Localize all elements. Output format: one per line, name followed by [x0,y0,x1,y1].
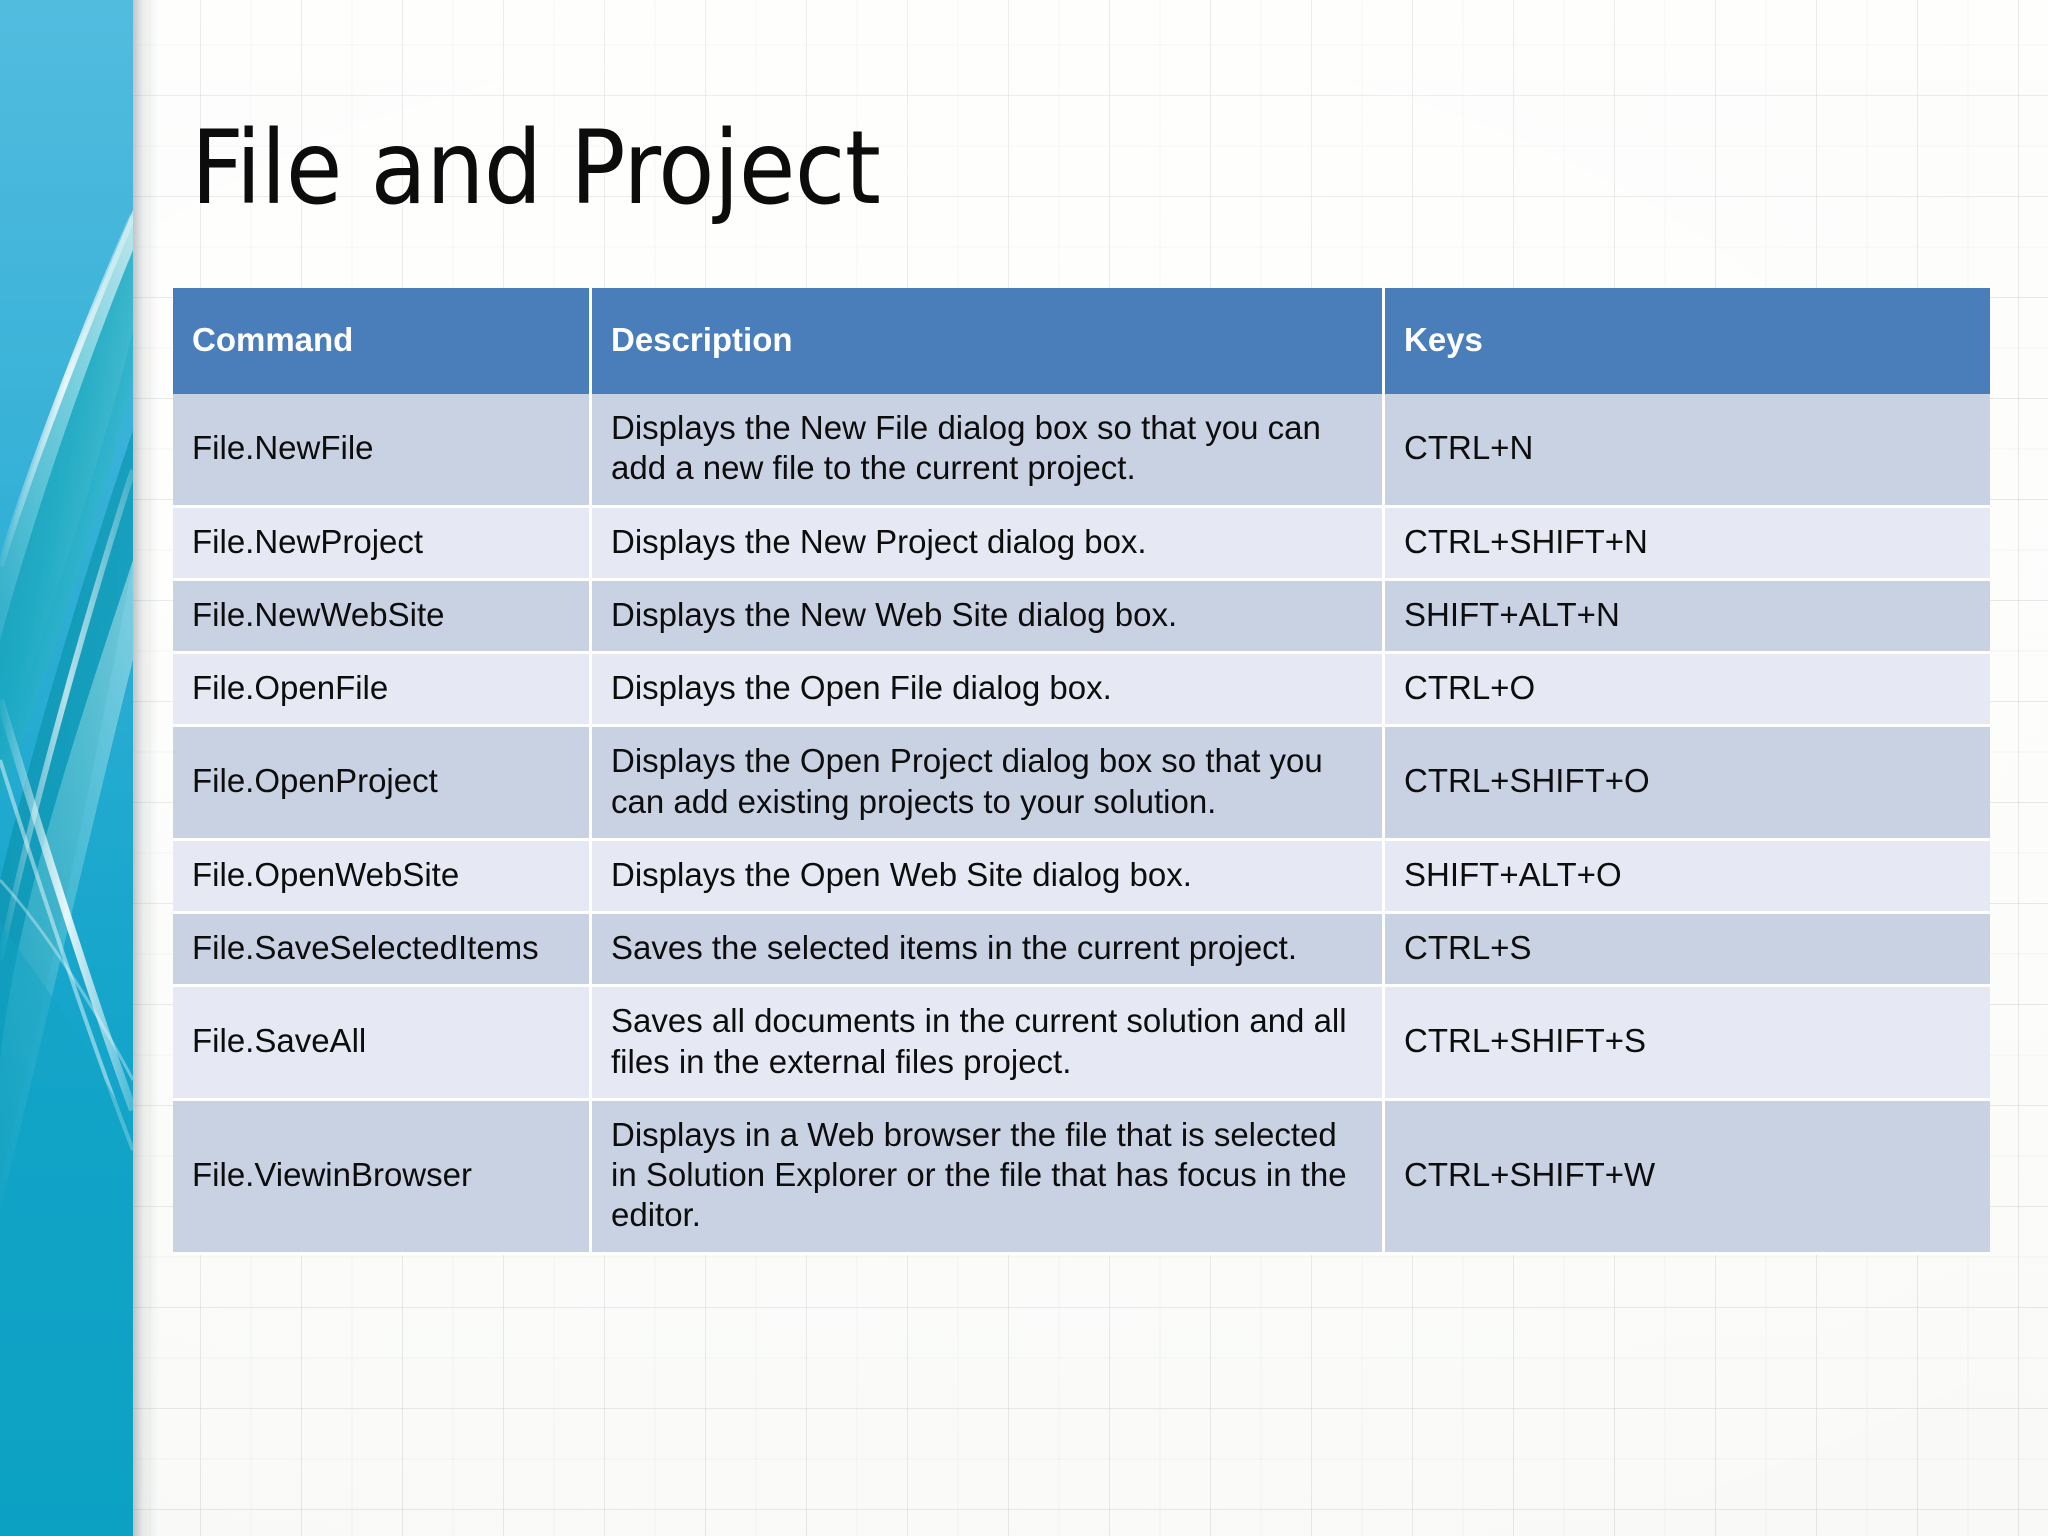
page-title: File and Project [191,109,881,228]
cell-keys: CTRL+SHIFT+N [1385,507,1990,581]
cell-keys: CTRL+S [1385,914,1990,988]
cell-keys: SHIFT+ALT+N [1385,580,1990,654]
cell-command: File.OpenWebSite [173,840,592,914]
table-header: Command Description Keys [173,288,1990,394]
cell-command: File.NewProject [173,507,592,581]
table-row: File.NewFile Displays the New File dialo… [173,394,1990,508]
cell-command: File.SaveAll [173,987,592,1101]
cell-description: Displays the Open Web Site dialog box. [592,840,1385,914]
band-swoosh-graphic [0,0,133,1536]
cell-description: Displays the New Project dialog box. [592,507,1385,581]
table-row: File.SaveSelectedItems Saves the selecte… [173,914,1990,988]
cell-keys: CTRL+O [1385,654,1990,728]
cell-keys: CTRL+SHIFT+S [1385,987,1990,1101]
cell-description: Saves all documents in the current solut… [592,987,1385,1101]
cell-description: Displays the New Web Site dialog box. [592,580,1385,654]
column-header-keys: Keys [1385,288,1990,394]
table-row: File.SaveAll Saves all documents in the … [173,987,1990,1101]
cell-command: File.ViewinBrowser [173,1100,592,1255]
cell-keys: CTRL+SHIFT+W [1385,1100,1990,1255]
cell-command: File.NewFile [173,394,592,508]
cell-description: Displays the Open File dialog box. [592,654,1385,728]
table-row: File.NewProject Displays the New Project… [173,507,1990,581]
column-header-description: Description [592,288,1385,394]
cell-description: Saves the selected items in the current … [592,914,1385,988]
table-row: File.OpenFile Displays the Open File dia… [173,654,1990,728]
cell-description: Displays the Open Project dialog box so … [592,727,1385,841]
cell-command: File.NewWebSite [173,580,592,654]
cell-keys: CTRL+SHIFT+O [1385,727,1990,841]
table-header-row: Command Description Keys [173,288,1990,394]
cell-command: File.OpenFile [173,654,592,728]
column-header-command: Command [173,288,592,394]
cell-command: File.SaveSelectedItems [173,914,592,988]
cell-description: Displays in a Web browser the file that … [592,1100,1385,1255]
table-row: File.OpenWebSite Displays the Open Web S… [173,840,1990,914]
cell-description: Displays the New File dialog box so that… [592,394,1385,508]
table-row: File.OpenProject Displays the Open Proje… [173,727,1990,841]
table-body: File.NewFile Displays the New File dialo… [173,394,1990,1255]
table-row: File.NewWebSite Displays the New Web Sit… [173,580,1990,654]
shortcuts-table: Command Description Keys File.NewFile Di… [173,288,1990,1255]
cell-keys: CTRL+N [1385,394,1990,508]
table-row: File.ViewinBrowser Displays in a Web bro… [173,1100,1990,1255]
cell-keys: SHIFT+ALT+O [1385,840,1990,914]
left-decorative-band [0,0,133,1536]
cell-command: File.OpenProject [173,727,592,841]
shortcuts-table-container: Command Description Keys File.NewFile Di… [173,288,1990,1255]
